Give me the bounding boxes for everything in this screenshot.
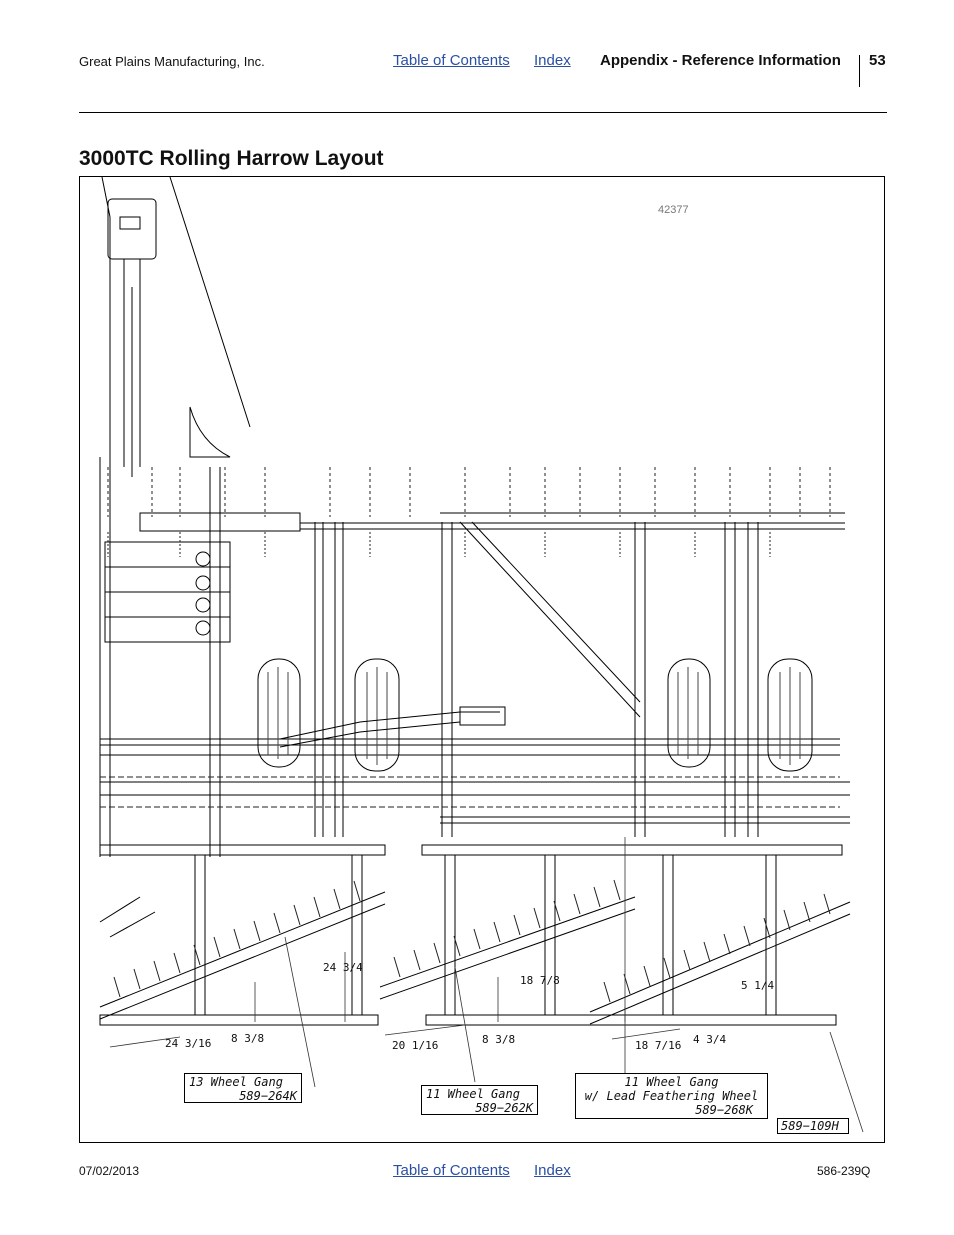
table-of-contents-link[interactable]: Table of Contents bbox=[393, 52, 510, 69]
tire-right-1 bbox=[667, 658, 711, 768]
callout-11-wheel-gang: 11 Wheel Gang 589−262K bbox=[421, 1085, 538, 1115]
gang-tines bbox=[113, 879, 831, 1003]
tire-left-2 bbox=[354, 658, 400, 772]
dimension-label: 8 3/8 bbox=[231, 1032, 265, 1045]
company-name: Great Plains Manufacturing, Inc. bbox=[79, 54, 265, 69]
callout-line: w/ Lead Feathering Wheel bbox=[584, 1089, 759, 1103]
dimension-label: 24 3/4 bbox=[323, 961, 363, 974]
header-divider bbox=[859, 55, 860, 87]
dimension-label: 18 7/16 bbox=[635, 1039, 682, 1052]
figure-number: 42377 bbox=[658, 204, 689, 216]
page-header: Great Plains Manufacturing, Inc. Table o… bbox=[0, 0, 954, 120]
header-rule bbox=[79, 112, 887, 113]
dimension-label: 4 3/4 bbox=[693, 1033, 727, 1046]
callout-line: 13 Wheel Gang bbox=[189, 1075, 283, 1089]
index-link[interactable]: Index bbox=[534, 52, 571, 69]
footer-date: 07/02/2013 bbox=[79, 1164, 140, 1178]
layout-figure: 42377 24 3/4 24 3/16 8 3/8 18 7/8 20 1/1… bbox=[79, 176, 885, 1143]
dimension-label: 18 7/8 bbox=[520, 974, 560, 987]
section-title: Appendix - Reference Information bbox=[600, 52, 841, 69]
footer-doc-number: 586-239Q bbox=[817, 1164, 871, 1178]
footer-table-of-contents-link[interactable]: Table of Contents bbox=[393, 1162, 510, 1179]
callout-part-number: 589−262K bbox=[475, 1101, 533, 1115]
dimension-label: 5 1/4 bbox=[741, 979, 775, 992]
harrow-drawing bbox=[99, 177, 864, 1133]
dimension-label: 24 3/16 bbox=[165, 1037, 212, 1050]
dimension-label: 8 3/8 bbox=[482, 1033, 516, 1046]
dimension-label: 20 1/16 bbox=[392, 1039, 439, 1052]
hitch-box bbox=[107, 198, 157, 260]
harrow-gangs bbox=[99, 891, 851, 1025]
callout-part-589-109h: 589−109H bbox=[777, 1118, 849, 1134]
tire-left-1 bbox=[257, 658, 301, 768]
callout-line: 11 Wheel Gang bbox=[624, 1075, 719, 1089]
tire-right-2 bbox=[767, 658, 813, 772]
callout-part-number: 589−264K bbox=[239, 1089, 297, 1103]
footer-index-link[interactable]: Index bbox=[534, 1162, 571, 1179]
callout-line: 11 Wheel Gang bbox=[426, 1087, 520, 1101]
callout-13-wheel-gang: 13 Wheel Gang 589−264K bbox=[184, 1073, 302, 1103]
page-number: 53 bbox=[869, 52, 886, 69]
callout-11-wheel-gang-lead-feathering: 11 Wheel Gang w/ Lead Feathering Wheel 5… bbox=[575, 1073, 768, 1119]
callout-part-number: 589−268K bbox=[695, 1103, 753, 1117]
page-title: 3000TC Rolling Harrow Layout bbox=[79, 147, 384, 170]
